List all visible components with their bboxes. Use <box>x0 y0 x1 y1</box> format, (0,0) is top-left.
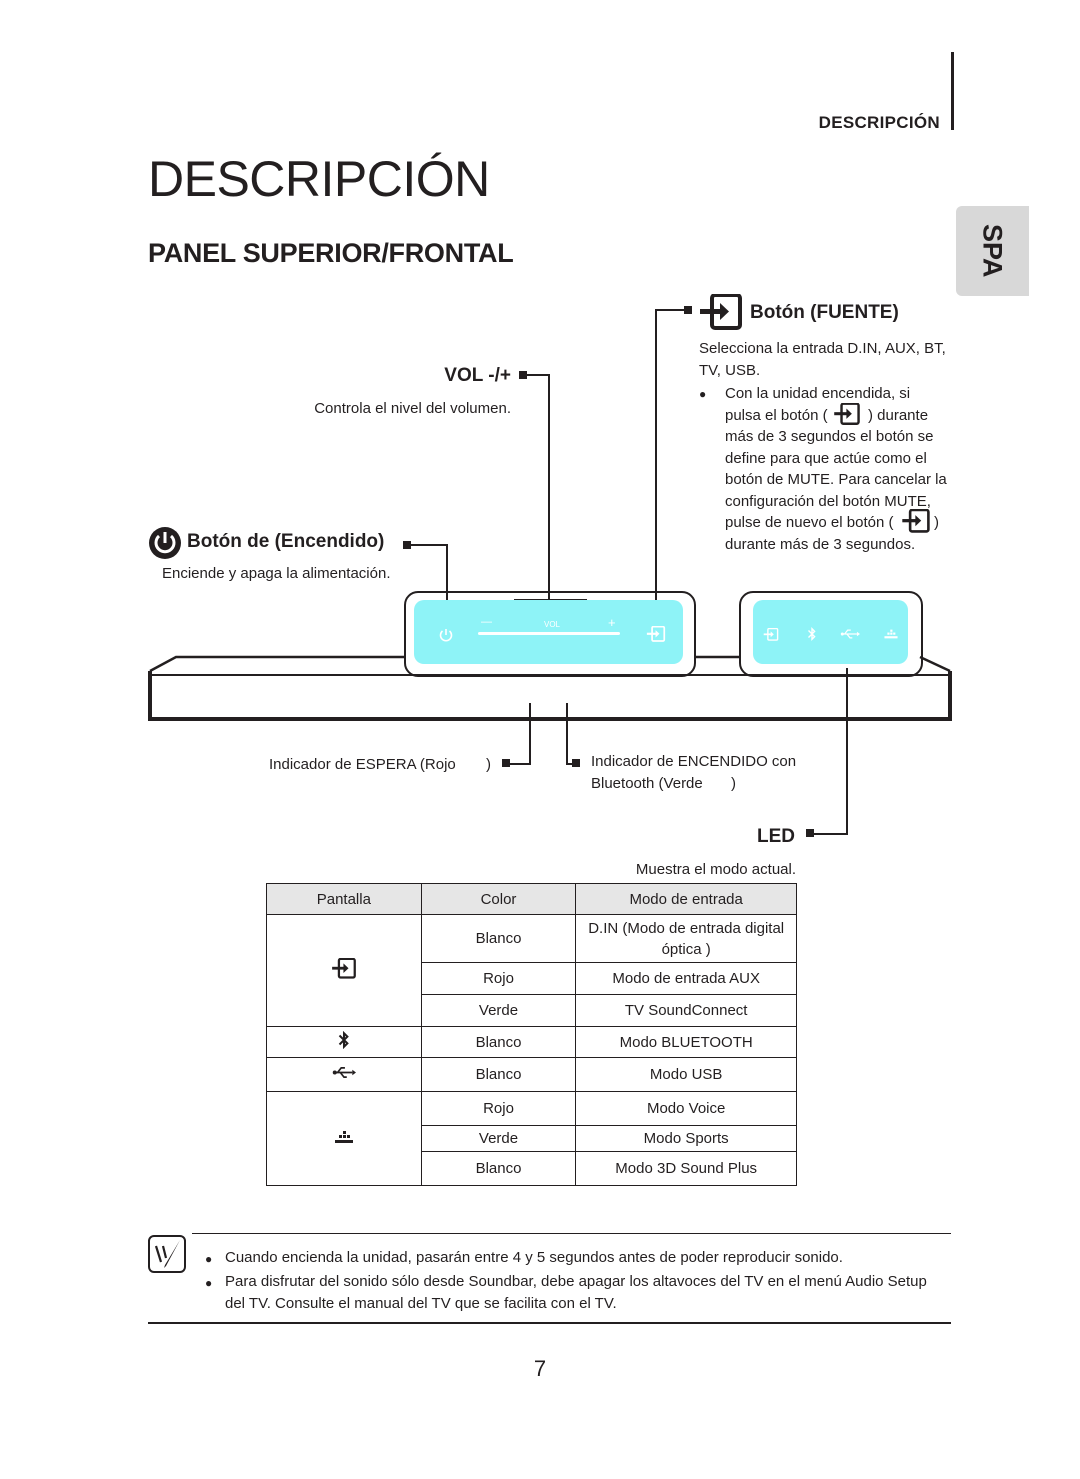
table-row: Rojo Modo de entrada AUX <box>267 962 797 995</box>
source-button-label: Botón (FUENTE) <box>750 302 899 323</box>
power-icon <box>149 527 181 559</box>
power-leader-v <box>446 544 448 622</box>
power-leader-h <box>403 544 448 546</box>
note-icon <box>148 1235 186 1273</box>
language-tab: SPA <box>956 206 1029 296</box>
table-cell-mode: TV SoundConnect <box>575 994 797 1027</box>
table-header-cell: Color <box>420 883 577 915</box>
source-button-callout: Botón (FUENTE) <box>690 294 950 334</box>
panel-vol-minus[interactable]: — <box>481 616 492 628</box>
source-leader-v <box>655 309 657 619</box>
table-cell-mode: Modo BLUETOOTH <box>575 1026 797 1058</box>
panel-source-icon[interactable] <box>646 626 666 642</box>
soundbar-body <box>148 655 952 721</box>
table-cell-mode: Modo Voice <box>575 1091 797 1126</box>
table-cell-mode: Modo USB <box>575 1057 797 1092</box>
language-tab-label: SPA <box>977 224 1008 278</box>
volume-desc: Controla el nivel del volumen. <box>314 400 511 417</box>
table-icon-cell <box>266 1057 422 1092</box>
volume-leader-v <box>548 374 550 601</box>
led-bluetooth-icon <box>808 627 816 641</box>
led-desc: Muestra el modo actual. <box>635 861 796 878</box>
note-2: Para disfrutar del sonido sólo desde Sou… <box>225 1273 927 1312</box>
source-button-desc: Selecciona la entrada D.IN, AUX, BT, TV,… <box>699 340 946 379</box>
header-divider <box>951 52 954 130</box>
led-leader-h <box>808 833 848 835</box>
page-number: 7 <box>533 1356 547 1381</box>
table-icon-cell <box>266 914 422 1027</box>
led-leader-v <box>846 668 848 835</box>
power-button-label: Botón de (Encendido) <box>187 531 385 552</box>
volume-label: VOL -/+ <box>444 365 511 386</box>
table-cell-mode: Modo 3D Sound Plus <box>575 1151 797 1186</box>
source-icon <box>331 957 356 979</box>
table-cell-color: Blanco <box>420 1151 577 1186</box>
table-header-cell: Pantalla <box>266 883 422 915</box>
page-title: DESCRIPCIÓN <box>148 151 490 207</box>
table-icon-cell <box>266 1026 422 1058</box>
panel-power-icon[interactable] <box>438 627 454 643</box>
section-subtitle: PANEL SUPERIOR/FRONTAL <box>148 238 514 268</box>
table-row: Rojo Modo Voice <box>266 1091 797 1186</box>
led-leader-end <box>806 829 814 837</box>
source-icon <box>902 509 930 533</box>
table-header-cell: Modo de entrada <box>575 883 797 915</box>
sound-mode-icon <box>334 1130 353 1143</box>
table-cell-mode: Modo de entrada AUX <box>575 962 797 995</box>
bullet-icon: ● <box>699 387 707 401</box>
standby-leader-end <box>502 759 510 767</box>
bullet-icon: ● <box>205 1276 213 1290</box>
led-usb-icon <box>840 629 860 639</box>
table-row: Verde Modo Sports <box>267 1125 797 1152</box>
led-source-icon <box>763 628 779 641</box>
on-leader-end <box>572 759 580 767</box>
table-row: Blanco D.IN (Modo de entrada digital ópt… <box>266 914 797 1027</box>
led-sound-mode-icon <box>884 629 898 639</box>
notes-bottom-rule <box>148 1322 951 1324</box>
panel-vol-plus[interactable]: + <box>608 615 616 630</box>
table-cell-color: Rojo <box>420 962 577 995</box>
mode-table: Pantalla Color Modo de entrada Blanco D.… <box>266 883 797 1186</box>
bullet-icon: ● <box>205 1252 213 1266</box>
section-header-label: DESCRIPCIÓN <box>818 113 940 132</box>
table-cell-color: Rojo <box>420 1091 577 1126</box>
table-row: Blanco Modo 3D Sound Plus <box>267 1151 797 1186</box>
volume-leader-h <box>519 374 550 376</box>
led-label: LED <box>757 826 795 847</box>
source-icon <box>700 294 742 330</box>
table-cell-color: Verde <box>420 1125 577 1152</box>
table-row: Blanco Modo USB <box>266 1057 797 1092</box>
table-cell-mode: D.IN (Modo de entrada digital óptica ) <box>575 914 797 963</box>
table-row: Verde TV SoundConnect <box>267 994 797 1027</box>
bluetooth-icon <box>338 1030 349 1050</box>
note-1: Cuando encienda la unidad, pasarán entre… <box>225 1249 843 1266</box>
panel-vol-slider[interactable] <box>478 632 620 635</box>
standby-indicator-label: Indicador de ESPERA (Rojo <box>269 756 456 773</box>
table-header-row: Pantalla Color Modo de entrada <box>266 883 797 915</box>
power-button-desc: Enciende y apaga la alimentación. <box>162 565 391 582</box>
led-panel-display <box>753 600 908 664</box>
standby-leader-h <box>504 763 531 765</box>
notes-top-rule <box>192 1233 951 1234</box>
panel-vol-text: VOL <box>544 620 561 629</box>
on-indicator-label: Indicador de ENCENDIDO con Bluetooth (Ve… <box>591 753 797 792</box>
table-cell-mode: Modo Sports <box>575 1125 797 1152</box>
standby-leader-v <box>529 703 531 765</box>
source-icon <box>834 402 860 425</box>
source-leader-end <box>684 306 692 314</box>
table-cell-color: Blanco <box>420 1057 577 1092</box>
usb-icon <box>332 1067 356 1078</box>
table-row: Blanco Modo BLUETOOTH <box>266 1026 797 1058</box>
source-leader-h <box>655 309 688 311</box>
table-cell-color: Blanco <box>420 914 577 963</box>
standby-indicator-close: ) <box>486 756 491 773</box>
source-button-bullet-text: Con la unidad encendida, si pulsa el bot… <box>725 385 947 553</box>
table-icon-cell <box>266 1091 422 1186</box>
table-cell-color: Verde <box>420 994 577 1027</box>
table-cell-color: Blanco <box>420 1026 577 1058</box>
on-leader-v <box>566 703 568 765</box>
